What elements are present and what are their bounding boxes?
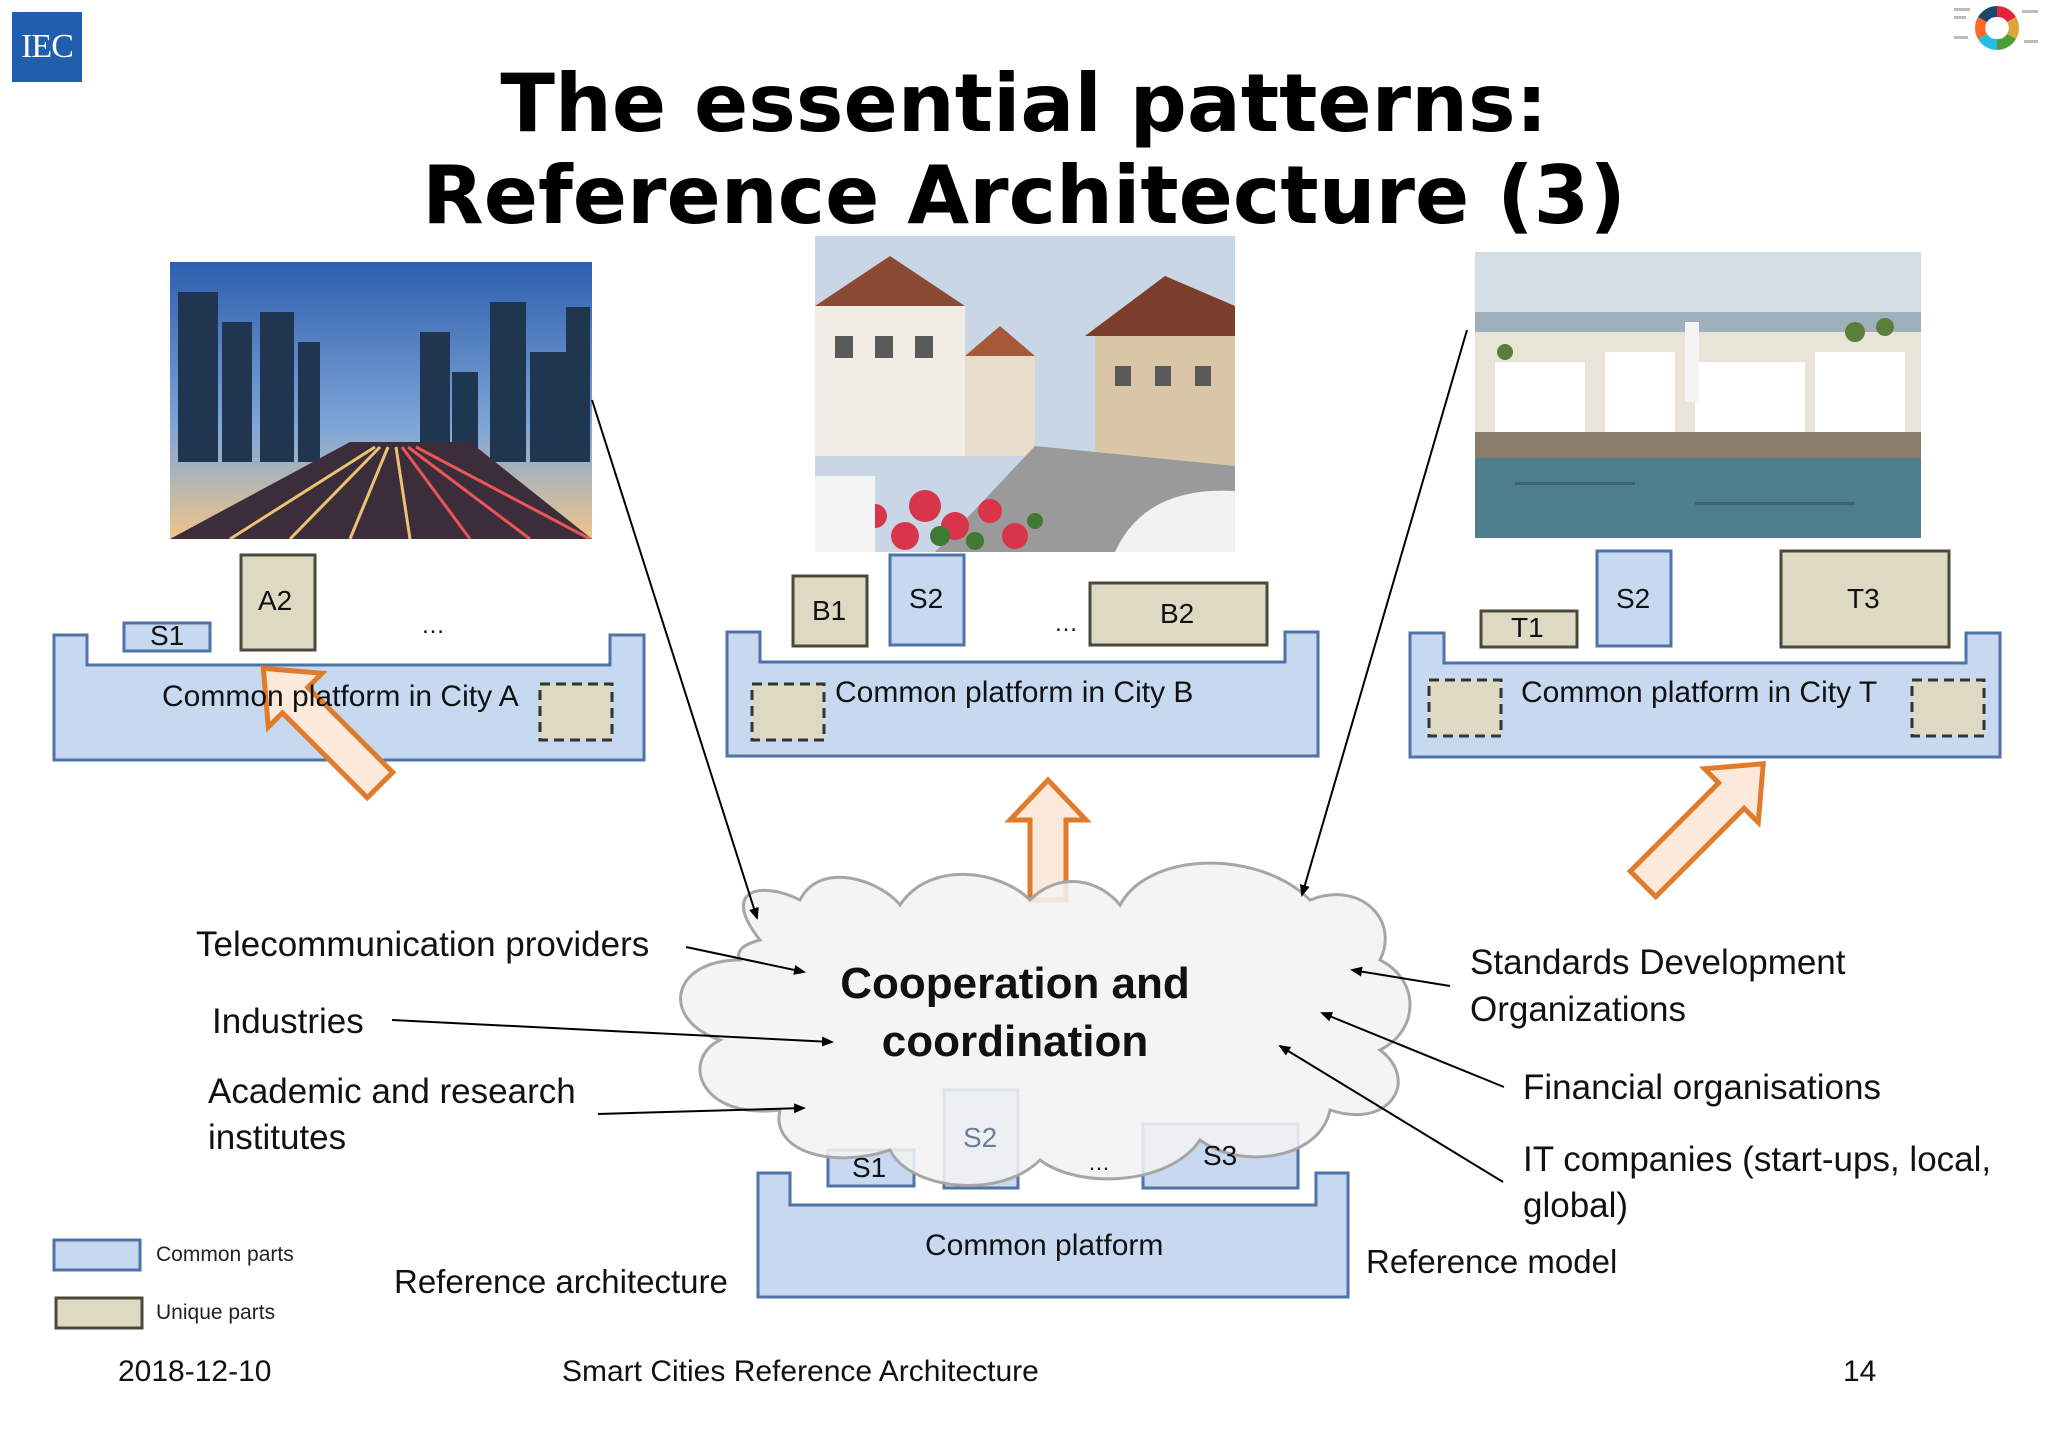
city-b-part-b1-label: B1 <box>812 595 847 626</box>
stakeholder-academic-line-2: institutes <box>208 1118 347 1157</box>
footer-date: 2018-12-10 <box>118 1355 272 1388</box>
part-t3-city-t <box>1779 549 1951 649</box>
part-t1-city-t <box>1479 609 1579 649</box>
cloud-title: Cooperation and coordination <box>820 955 1210 1071</box>
reference-architecture-caption: Reference architecture <box>394 1263 728 1300</box>
city-b-part-b2-label: B2 <box>1160 598 1195 629</box>
city-t-part-t3-label: T3 <box>1847 583 1880 614</box>
reference-part-s3-label: S3 <box>1203 1140 1238 1171</box>
reference-ellipsis: … <box>1088 1150 1110 1175</box>
unique-slot-city-b <box>750 682 826 742</box>
platform-city-t <box>1408 631 2002 759</box>
title-line-2: Reference Architecture (3) <box>422 149 1626 242</box>
title-line-1: The essential patterns: <box>500 57 1548 150</box>
city-t-photo <box>1475 252 1921 538</box>
city-a-part-a2-label: A2 <box>258 585 293 616</box>
city-t-platform-label: Common platform in City T <box>1521 676 1878 709</box>
legend-unique-swatch <box>54 1296 144 1330</box>
line-city-a-to-cloud <box>591 399 759 920</box>
arrow-sdo <box>1350 966 1451 987</box>
stakeholder-sdo-line-2: Organizations <box>1470 990 1686 1029</box>
stakeholder-it-line-2: global) <box>1523 1186 1629 1225</box>
stakeholder-industries: Industries <box>212 1002 364 1041</box>
part-b1-city-b <box>791 574 869 648</box>
stakeholder-telecom: Telecommunication providers <box>196 925 650 964</box>
legend-common-label: Common parts <box>156 1243 294 1266</box>
arrow-industries <box>391 1019 834 1047</box>
iec-logo: IEC <box>12 12 82 82</box>
arrow-it-companies <box>1278 1044 1504 1183</box>
platform-city-b <box>725 630 1320 758</box>
arrow-academic <box>597 1103 806 1115</box>
orange-arrow-to-city-t <box>1626 761 1766 901</box>
part-s1-city-a <box>122 621 212 653</box>
arrow-financial <box>1320 1012 1505 1088</box>
line-city-t-to-cloud <box>1300 329 1468 897</box>
city-a-photo <box>170 262 592 539</box>
legend-common-swatch <box>52 1238 142 1272</box>
platform-city-a <box>52 633 646 762</box>
city-a-platform-label: Common platform in City A <box>162 680 519 713</box>
reference-platform <box>756 1171 1350 1299</box>
footer-page-number: 14 <box>1843 1355 1877 1388</box>
footer-title: Smart Cities Reference Architecture <box>562 1355 1039 1388</box>
stakeholder-it-line-1: IT companies (start-ups, local, <box>1523 1140 1992 1179</box>
cloud-title-line-2: coordination <box>881 1017 1149 1066</box>
city-b-part-s2-label: S2 <box>909 583 944 614</box>
stakeholder-academic-line-1: Academic and research <box>208 1072 576 1111</box>
part-b2-city-b <box>1088 581 1269 647</box>
unique-slot-city-t-right <box>1910 678 1986 738</box>
reference-platform-label: Common platform <box>925 1229 1164 1262</box>
unique-slot-city-t-left <box>1427 678 1503 738</box>
unique-slot-city-a <box>538 682 614 742</box>
reference-part-s2-label: S2 <box>963 1122 998 1153</box>
city-b-photo <box>815 236 1235 552</box>
arrow-telecom <box>685 946 806 975</box>
reference-part-s1-label: S1 <box>852 1152 887 1183</box>
cloud-title-line-1: Cooperation and <box>840 959 1190 1008</box>
orange-arrow-to-city-a <box>260 665 397 802</box>
city-t-part-s2-label: S2 <box>1616 583 1651 614</box>
reference-model-caption: Reference model <box>1366 1243 1618 1280</box>
city-a-ellipsis: … <box>421 612 445 639</box>
stakeholder-sdo-line-1: Standards Development <box>1470 943 1846 982</box>
legend-unique-label: Unique parts <box>156 1301 276 1324</box>
part-a2-city-a <box>239 553 317 652</box>
city-t-part-t1-label: T1 <box>1511 612 1544 643</box>
city-a-part-s1-label: S1 <box>150 620 185 651</box>
part-s2-city-b <box>888 553 966 647</box>
stakeholder-financial: Financial organisations <box>1523 1068 1881 1107</box>
city-b-ellipsis: … <box>1054 610 1078 637</box>
cooperation-cloud <box>679 861 1412 1187</box>
city-b-platform-label: Common platform in City B <box>835 676 1194 709</box>
part-s2-city-t <box>1595 549 1673 648</box>
sdg-logo-icon <box>1954 6 2038 50</box>
